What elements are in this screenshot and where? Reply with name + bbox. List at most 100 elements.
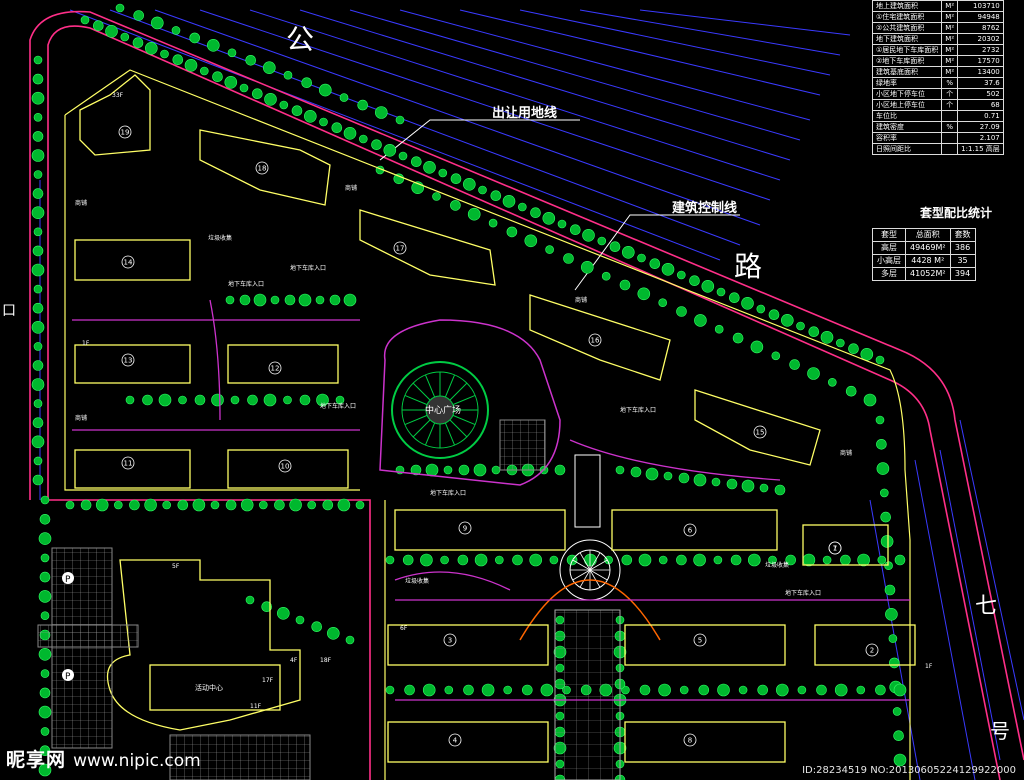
tree-dot (863, 393, 877, 407)
road-lines-northeast (39, 9, 1024, 780)
tree-dot (32, 360, 44, 371)
tree-dot (283, 70, 293, 80)
tree-dot (65, 500, 75, 510)
building-number: 11 (124, 460, 133, 468)
building-number: 16 (591, 337, 600, 345)
tree-dot (33, 284, 43, 294)
tree-dot (529, 553, 543, 567)
tree-dot (38, 532, 52, 545)
tree-dot (601, 271, 611, 281)
tree-dot (358, 134, 368, 144)
tree-dot (875, 415, 885, 425)
tree-dot (893, 683, 907, 697)
tree-dot (774, 484, 786, 496)
tree-dot (32, 417, 44, 429)
internal-roads (72, 299, 910, 701)
tree-dot (506, 226, 518, 238)
tree-dot (284, 294, 296, 306)
building-number: 19 (121, 129, 130, 137)
plan-labels: 中心广场 地下车库入口 地下车库入口 地下车库入口 地下车库入口 地下车库入口 … (75, 92, 933, 710)
tree-dot (542, 212, 556, 225)
tree-dot (663, 471, 673, 481)
tree-dot (247, 394, 258, 406)
tree-dot (326, 626, 340, 640)
stats-cell-value: 502 (957, 88, 1004, 100)
tree-dot (741, 479, 755, 493)
building-number-circle (255, 161, 269, 175)
tree-dot (557, 219, 567, 229)
tree-dot (775, 683, 789, 697)
building-number: 18 (258, 165, 267, 173)
ratio-cell: 高层 (872, 241, 906, 255)
tree-dot (32, 245, 44, 257)
tree-dot (789, 359, 800, 370)
tree-dot (530, 207, 541, 218)
building-number-circle (121, 456, 135, 470)
tree-dot (717, 683, 730, 697)
tree-dot (274, 499, 285, 511)
tree-dot (894, 554, 906, 566)
tree-dot (658, 683, 671, 697)
tree-dot (263, 393, 277, 407)
road-name-qi: 七 (975, 594, 998, 619)
tree-dot (32, 302, 44, 314)
tree-dot (192, 498, 206, 512)
tree-dot (888, 634, 898, 643)
stats-cell-unit (941, 132, 959, 144)
tree-dot (420, 553, 433, 567)
tree-dot (331, 122, 343, 133)
tree-dot (120, 32, 130, 42)
building-number: 14 (124, 259, 133, 267)
building-number-circle (693, 633, 707, 647)
tree-dot (31, 435, 45, 449)
tree-dot (802, 553, 816, 567)
parking-icon: P (65, 672, 71, 682)
garbage-label: 垃圾收集 (765, 561, 789, 569)
tree-dot (227, 48, 237, 58)
building-number-circle (268, 361, 282, 375)
tree-dot (689, 275, 700, 287)
tree-dot (880, 511, 892, 523)
floor-tag: 5F (172, 563, 180, 570)
building-number: 7 (833, 545, 837, 553)
tree-dot (884, 584, 896, 596)
tree-dot (876, 462, 890, 475)
tree-dot (178, 395, 187, 405)
building-number: 2 (870, 647, 874, 655)
tree-dot (262, 61, 276, 74)
tree-dot (258, 500, 268, 510)
tree-dot (491, 465, 501, 475)
tree-dot (658, 298, 668, 308)
ratio-cell: 386 (949, 241, 976, 255)
tree-dot (240, 498, 254, 512)
building-number-circle (121, 255, 135, 269)
stats-cell-label: ①居民地下车库面积 (871, 44, 943, 56)
building-number: 9 (463, 525, 467, 533)
tree-dot (458, 464, 470, 476)
building-number: 6 (688, 527, 693, 535)
tree-dot (40, 553, 50, 563)
tree-dot (621, 246, 635, 259)
tree-dot (503, 685, 513, 695)
south-plaza (519, 454, 661, 780)
tree-dot (490, 190, 502, 201)
stats-cell-label: 小区地上停车位 (871, 99, 943, 111)
tree-dot (39, 687, 51, 699)
tree-dot (481, 683, 495, 697)
stats-cell-label: 小区地下停车位 (871, 88, 943, 100)
tree-dot (385, 685, 395, 695)
land-line-callout: 出让用地线 (492, 106, 558, 121)
tree-dot (582, 229, 595, 242)
tree-dot (230, 395, 240, 405)
tree-dot (224, 76, 238, 89)
stats-cell-label: 日照间距比 (871, 143, 943, 155)
tree-dot (383, 144, 397, 157)
tree-dot (639, 684, 651, 696)
tree-dot (210, 500, 220, 510)
tree-dot (893, 730, 904, 742)
stats-cell-value: 94948 (957, 11, 1004, 23)
